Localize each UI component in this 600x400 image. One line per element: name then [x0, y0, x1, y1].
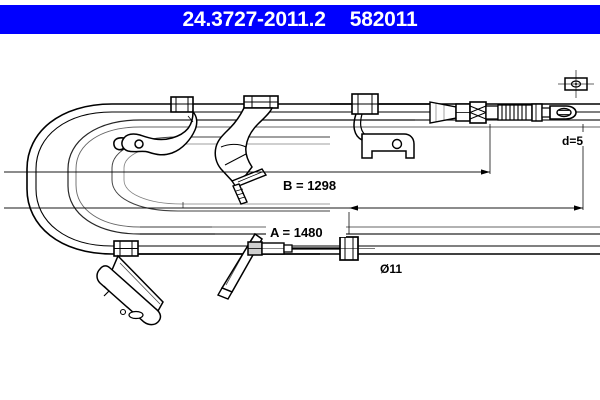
diameter-callout-label: Ø11 [380, 262, 403, 276]
plate-bracket [353, 113, 415, 159]
cable-clip-upper-left [170, 96, 194, 113]
dimension-b-label: B = 1298 [283, 178, 337, 193]
hook-bracket [113, 110, 198, 156]
upper-cable-run [330, 103, 430, 121]
detail-view-d5 [558, 70, 594, 98]
cable-inner-edge-bottom [75, 126, 600, 228]
cable-outer-edge-top [26, 103, 600, 255]
cable-inner-edge-top [67, 119, 600, 235]
detail-d-callout-label: d=5 [562, 134, 584, 148]
cable-clamp-right [351, 93, 379, 115]
technical-drawing: B = 1298 A = 1480 Ø11 d=5 [0, 34, 600, 400]
center-curved-bracket [214, 107, 274, 205]
cable-clip-lower [113, 240, 139, 257]
bellows-ribs [497, 104, 533, 121]
terminal-assembly [429, 101, 577, 124]
cable-outer-edge-bottom [35, 111, 600, 247]
cable-clamp-center [243, 95, 279, 109]
dimension-lines [4, 124, 584, 234]
lower-mount-bracket [96, 254, 164, 326]
drawing-svg [4, 70, 600, 326]
part-number-text: 24.3727-2011.2 [182, 8, 326, 31]
dimension-a-label: A = 1480 [270, 225, 323, 240]
article-number-text: 582011 [349, 8, 418, 31]
lower-end-assembly [247, 236, 375, 261]
header-bar: 24.3727-2011.2 582011 [0, 5, 600, 34]
